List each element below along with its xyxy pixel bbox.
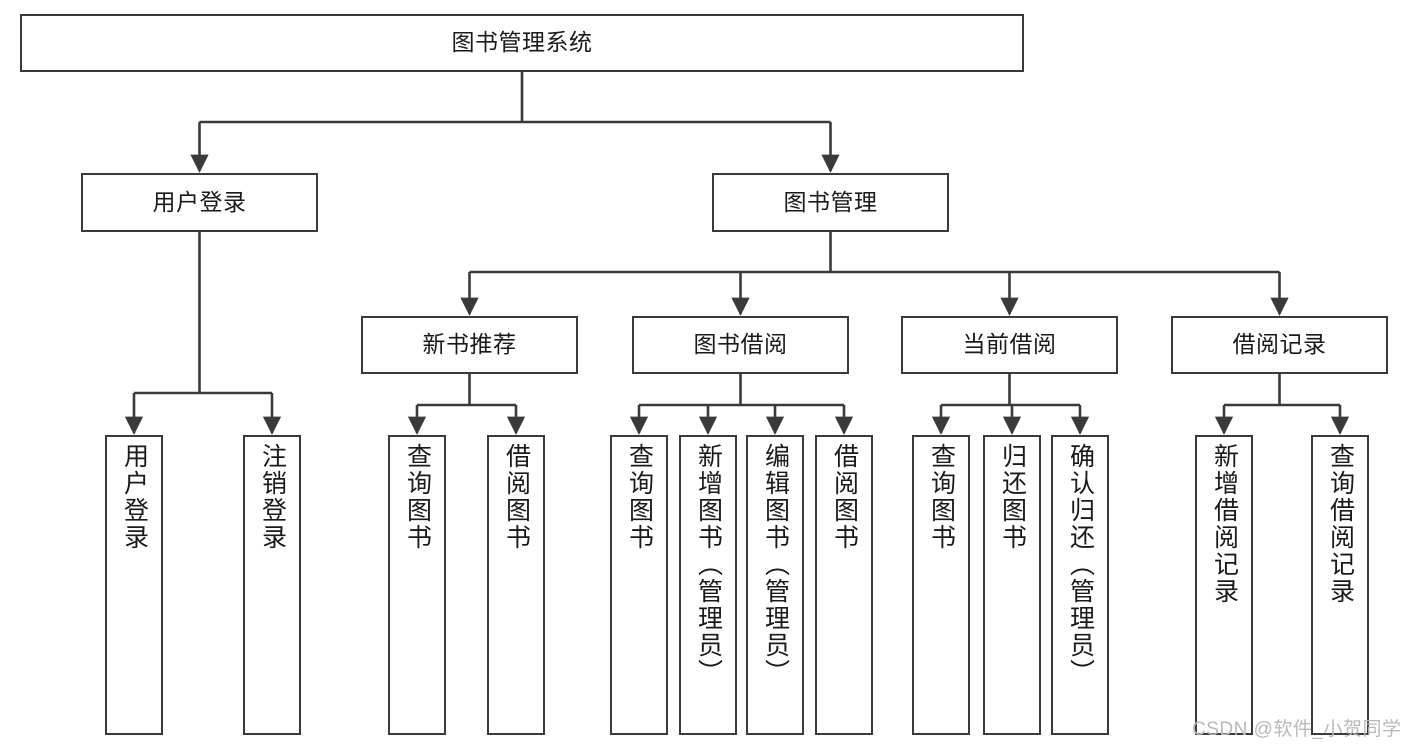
node-label: 借阅图书	[830, 443, 859, 551]
node-label: 用户登录	[120, 443, 149, 551]
node-book-manage[interactable]: 图书管理	[712, 173, 949, 232]
node-leaf-query-book-2[interactable]: 查询图书	[610, 435, 668, 735]
node-label: 图书借阅	[693, 331, 788, 358]
node-leaf-add-record[interactable]: 新增借阅记录	[1195, 435, 1253, 735]
node-label: 查询图书	[403, 443, 432, 551]
node-label: 注销登录	[258, 443, 287, 551]
node-book-borrow[interactable]: 图书借阅	[632, 316, 849, 374]
node-leaf-user-login[interactable]: 用户登录	[105, 435, 163, 735]
node-label: 当前借阅	[962, 331, 1057, 358]
node-leaf-borrow-book-1[interactable]: 借阅图书	[487, 435, 545, 735]
node-label: 用户登录	[152, 188, 247, 215]
node-label: 图书管理系统	[451, 29, 593, 56]
node-label: 查询图书	[927, 443, 956, 551]
node-user-login[interactable]: 用户登录	[81, 173, 318, 232]
node-borrow-record[interactable]: 借阅记录	[1171, 316, 1388, 374]
node-leaf-query-book-3[interactable]: 查询图书	[912, 435, 970, 735]
node-leaf-query-book-1[interactable]: 查询图书	[388, 435, 446, 735]
node-label: 借阅图书	[502, 443, 531, 551]
node-label: 新增图书（管理员）	[694, 443, 723, 686]
node-leaf-query-record[interactable]: 查询借阅记录	[1311, 435, 1369, 735]
node-new-book-rec[interactable]: 新书推荐	[361, 316, 578, 374]
node-label: 借阅记录	[1232, 331, 1327, 358]
csdn-watermark: CSDN @软件_小贺同学	[1192, 719, 1402, 740]
node-label: 新书推荐	[422, 331, 517, 358]
node-leaf-edit-book[interactable]: 编辑图书（管理员）	[746, 435, 804, 735]
node-label: 查询借阅记录	[1326, 443, 1355, 605]
node-leaf-add-book[interactable]: 新增图书（管理员）	[679, 435, 737, 735]
node-label: 编辑图书（管理员）	[761, 443, 790, 686]
node-leaf-borrow-book-2[interactable]: 借阅图书	[815, 435, 873, 735]
node-root[interactable]: 图书管理系统	[20, 14, 1024, 72]
node-label: 确认归还（管理员）	[1066, 443, 1095, 686]
node-leaf-confirm-return[interactable]: 确认归还（管理员）	[1051, 435, 1109, 735]
node-label: 图书管理	[783, 188, 878, 215]
node-current-borrow[interactable]: 当前借阅	[901, 316, 1118, 374]
node-label: 新增借阅记录	[1210, 443, 1239, 605]
node-leaf-return-book[interactable]: 归还图书	[983, 435, 1041, 735]
node-label: 归还图书	[998, 443, 1027, 551]
node-leaf-user-logout[interactable]: 注销登录	[243, 435, 301, 735]
node-label: 查询图书	[625, 443, 654, 551]
